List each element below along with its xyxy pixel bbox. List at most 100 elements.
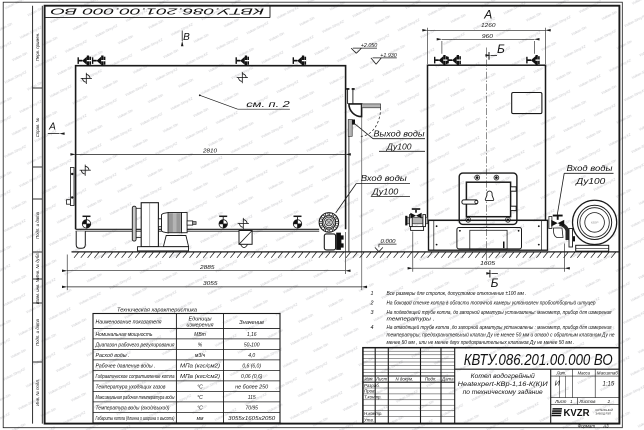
svg-text:Инв. № дубл.: Инв. № дубл. [35, 252, 40, 278]
svg-text:1,16: 1,16 [247, 332, 257, 338]
svg-text:Рабочее давление воды .: Рабочее давление воды . [96, 363, 156, 369]
svg-text:МПа (кгс/см2): МПа (кгс/см2) [180, 363, 220, 369]
svg-text:А: А [48, 121, 56, 132]
svg-text:Перв. примен.: Перв. примен. [35, 33, 40, 62]
svg-text:N докум.: N докум. [396, 377, 414, 382]
svg-text:2885: 2885 [199, 265, 216, 271]
svg-text:1: 1 [570, 399, 573, 404]
svg-text:4,0: 4,0 [248, 353, 255, 359]
svg-text:И: И [555, 379, 561, 388]
svg-text:Вход воды: Вход воды [361, 174, 407, 183]
svg-text:Т.контр.: Т.контр. [364, 395, 382, 400]
svg-text:°С: °С [197, 384, 203, 390]
svg-text:960: 960 [482, 34, 493, 40]
svg-text:%: % [198, 342, 203, 348]
svg-text:Все размеры для стропок, допус: Все размеры для стропок, допустимое откл… [387, 291, 527, 297]
svg-text:1:15: 1:15 [603, 382, 615, 388]
svg-text:мм: мм [197, 416, 204, 422]
svg-text:На отводящей трубе котла ,до з: На отводящей трубе котла ,до запорной ар… [387, 324, 612, 331]
svg-text:+2.050: +2.050 [361, 43, 378, 49]
svg-text:Формат: Формат [578, 424, 596, 429]
svg-text:КВТУ.086.201.00.000 ВО: КВТУ.086.201.00.000 ВО [49, 6, 264, 16]
svg-text:Утв.: Утв. [364, 418, 374, 423]
svg-text:МПа (кгс/см2): МПа (кгс/см2) [180, 374, 220, 380]
svg-text:На подводящей трубе котла, д: На подводящей трубе котла, до запорной а… [387, 309, 612, 316]
svg-text:Изм.: Изм. [364, 377, 373, 382]
svg-text:Подп. и дата: Подп. и дата [35, 211, 40, 239]
svg-text:2810: 2810 [202, 148, 217, 154]
svg-text:Техническая характеристика: Техническая характеристика [117, 307, 198, 313]
svg-text:измерения: измерения [187, 322, 214, 328]
svg-text:KVZR: KVZR [564, 408, 590, 419]
svg-text:менее 50 мм , или не менее дв: менее 50 мм , или не менее двух предохра… [387, 340, 575, 346]
svg-text:А: А [483, 8, 492, 22]
svg-text:Инв. № подл.: Инв. № подл. [35, 379, 40, 406]
svg-text:Б: Б [491, 276, 499, 290]
svg-text:2: 2 [607, 399, 611, 404]
svg-text:не более 250: не более 250 [235, 384, 268, 390]
svg-text:1605: 1605 [480, 261, 496, 267]
svg-text:Гидравлическое сопративление к: Гидравлическое сопративление котла [96, 374, 175, 380]
svg-text:В: В [183, 32, 190, 43]
svg-text:Температура уходящих газов: Температура уходящих газов [96, 384, 166, 390]
svg-text:°С: °С [197, 405, 203, 411]
svg-text:Heatexpert-КВр-1,16-К(К)И: Heatexpert-КВр-1,16-К(К)И [458, 381, 549, 388]
svg-text:Вход воды: Вход воды [567, 164, 613, 173]
svg-text:Масштаб: Масштаб [597, 370, 619, 375]
svg-text:Лист: Лист [554, 399, 567, 404]
svg-text:Выход воды: Выход воды [374, 130, 425, 139]
svg-text:Котел водогрейный: Котел водогрейный [471, 373, 536, 380]
svg-text:Справ. №: Справ. № [35, 117, 40, 137]
svg-text:Температура воды (вход/выход): Температура воды (вход/выход) [96, 405, 170, 411]
svg-text:Ду100: Ду100 [575, 176, 606, 186]
svg-text:см. п. 2: см. п. 2 [246, 100, 290, 109]
svg-text:Диапазон рабочего регулировани: Диапазон рабочего регулирования [95, 342, 175, 348]
svg-text:1: 1 [371, 291, 374, 297]
svg-text:Лист: Лист [375, 377, 388, 382]
svg-text:3055: 3055 [203, 281, 219, 287]
svg-text:Значение: Значение [239, 320, 264, 326]
svg-text:115: 115 [248, 395, 256, 401]
svg-text:Листов: Листов [578, 399, 596, 404]
svg-text:Подп. и дата: Подп. и дата [35, 318, 40, 346]
svg-text:Габариты котла (длинна х ширин: Габариты котла (длинна х ширина х высота… [96, 416, 175, 422]
svg-text:Лит.: Лит. [556, 370, 567, 375]
svg-text:Б: Б [497, 42, 505, 56]
svg-text:КОТЕЛЬНЫЙ: КОТЕЛЬНЫЙ [596, 408, 614, 412]
svg-text:4: 4 [371, 325, 374, 331]
svg-text:3055х1605х2050: 3055х1605х2050 [228, 416, 275, 422]
svg-text:по техническому задание: по техническому задание [463, 389, 544, 396]
svg-text:На боковой стенке котла в обла: На боковой стенке котла в области топочн… [387, 299, 596, 306]
svg-text:0.000: 0.000 [381, 239, 396, 245]
svg-text:Номинальная мощность: Номинальная мощность [96, 332, 153, 338]
svg-text:Единицы: Единицы [189, 316, 212, 322]
svg-text:Ду100: Ду100 [386, 143, 412, 152]
svg-text:А3: А3 [602, 424, 609, 429]
svg-text:Подп.: Подп. [425, 377, 437, 382]
svg-text:+1.930: +1.930 [380, 53, 397, 59]
svg-text:КВТУ.086.201.00.000 ВО: КВТУ.086.201.00.000 ВО [464, 352, 613, 369]
svg-text:0,6 (6,0): 0,6 (6,0) [242, 363, 261, 369]
svg-text:0,06 (0,6): 0,06 (0,6) [241, 374, 263, 380]
svg-text:Масса: Масса [578, 370, 591, 375]
svg-text:ЗАВОД РЗП: ЗАВОД РЗП [596, 412, 612, 416]
svg-text:2: 2 [370, 300, 374, 306]
svg-text:3: 3 [371, 310, 374, 316]
svg-text:Разраб.: Разраб. [364, 383, 380, 388]
svg-text:МВт: МВт [194, 332, 206, 338]
svg-text:Пров.: Пров. [364, 389, 376, 394]
svg-text:Н.контр.: Н.контр. [364, 411, 383, 416]
svg-text:КВЗР: КВЗР [591, 221, 599, 225]
svg-text:температуры .: температуры . [387, 317, 435, 323]
svg-text:Максимальная рабочая температу: Максимальная рабочая температура воды [96, 395, 175, 401]
svg-text:Наименование показателя: Наименование показателя [96, 319, 162, 325]
svg-text:50-100: 50-100 [244, 342, 260, 348]
svg-text:70/95: 70/95 [245, 405, 258, 411]
svg-text:Взам. инв. №: Взам. инв. № [35, 277, 40, 304]
svg-text:1260: 1260 [481, 23, 496, 29]
svg-text:Ду100: Ду100 [371, 187, 399, 196]
svg-text:м3/ч: м3/ч [195, 353, 206, 359]
svg-text:°С: °С [197, 395, 203, 401]
svg-text:Дата: Дата [441, 377, 454, 382]
svg-text:Расход воды .: Расход воды . [96, 353, 130, 359]
